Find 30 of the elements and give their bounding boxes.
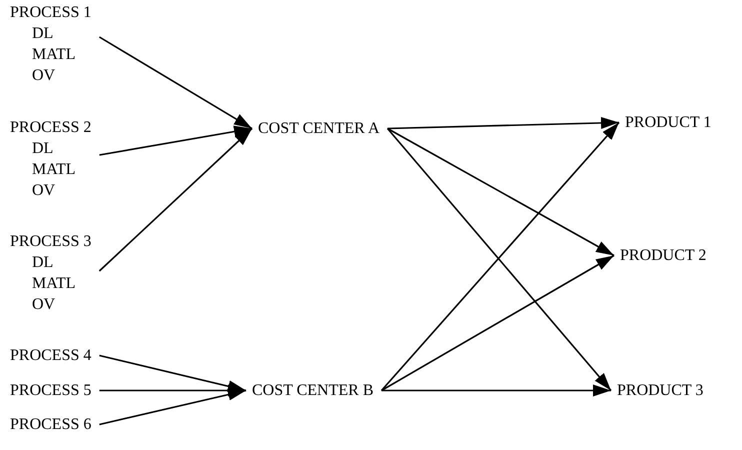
arrow bbox=[387, 128, 614, 256]
node-label: PRODUCT 3 bbox=[617, 381, 704, 401]
arrow bbox=[99, 354, 246, 392]
node-label: PROCESS 3 bbox=[10, 232, 92, 252]
cost-item-label: OV bbox=[32, 181, 56, 201]
arrow bbox=[99, 384, 246, 396]
node-label: PROCESS 1 bbox=[10, 3, 92, 23]
arrow bbox=[99, 388, 246, 426]
arrow bbox=[98, 128, 253, 272]
cost-item-label: OV bbox=[32, 66, 56, 86]
cost-item-label: MATL bbox=[32, 274, 76, 294]
cost-item-label: MATL bbox=[32, 160, 76, 180]
cost-item-label: DL bbox=[32, 253, 54, 273]
node-label: COST CENTER B bbox=[252, 381, 374, 401]
cost-item-label: DL bbox=[32, 139, 54, 159]
arrow bbox=[382, 384, 611, 396]
node-label: PRODUCT 1 bbox=[625, 113, 712, 133]
node-label: PROCESS 4 bbox=[10, 346, 92, 366]
cost-item-label: MATL bbox=[32, 45, 76, 65]
node-label: PROCESS 5 bbox=[10, 381, 92, 401]
node-label: COST CENTER A bbox=[258, 119, 380, 139]
node-label: PROCESS 6 bbox=[10, 415, 92, 435]
cost-item-label: DL bbox=[32, 24, 54, 44]
cost-item-label: OV bbox=[32, 295, 56, 315]
node-label: PRODUCT 2 bbox=[620, 246, 706, 266]
arrow bbox=[99, 126, 252, 156]
arrow bbox=[381, 254, 614, 392]
arrow bbox=[387, 116, 620, 130]
node-label: PROCESS 2 bbox=[10, 118, 92, 138]
arrow bbox=[98, 36, 252, 130]
